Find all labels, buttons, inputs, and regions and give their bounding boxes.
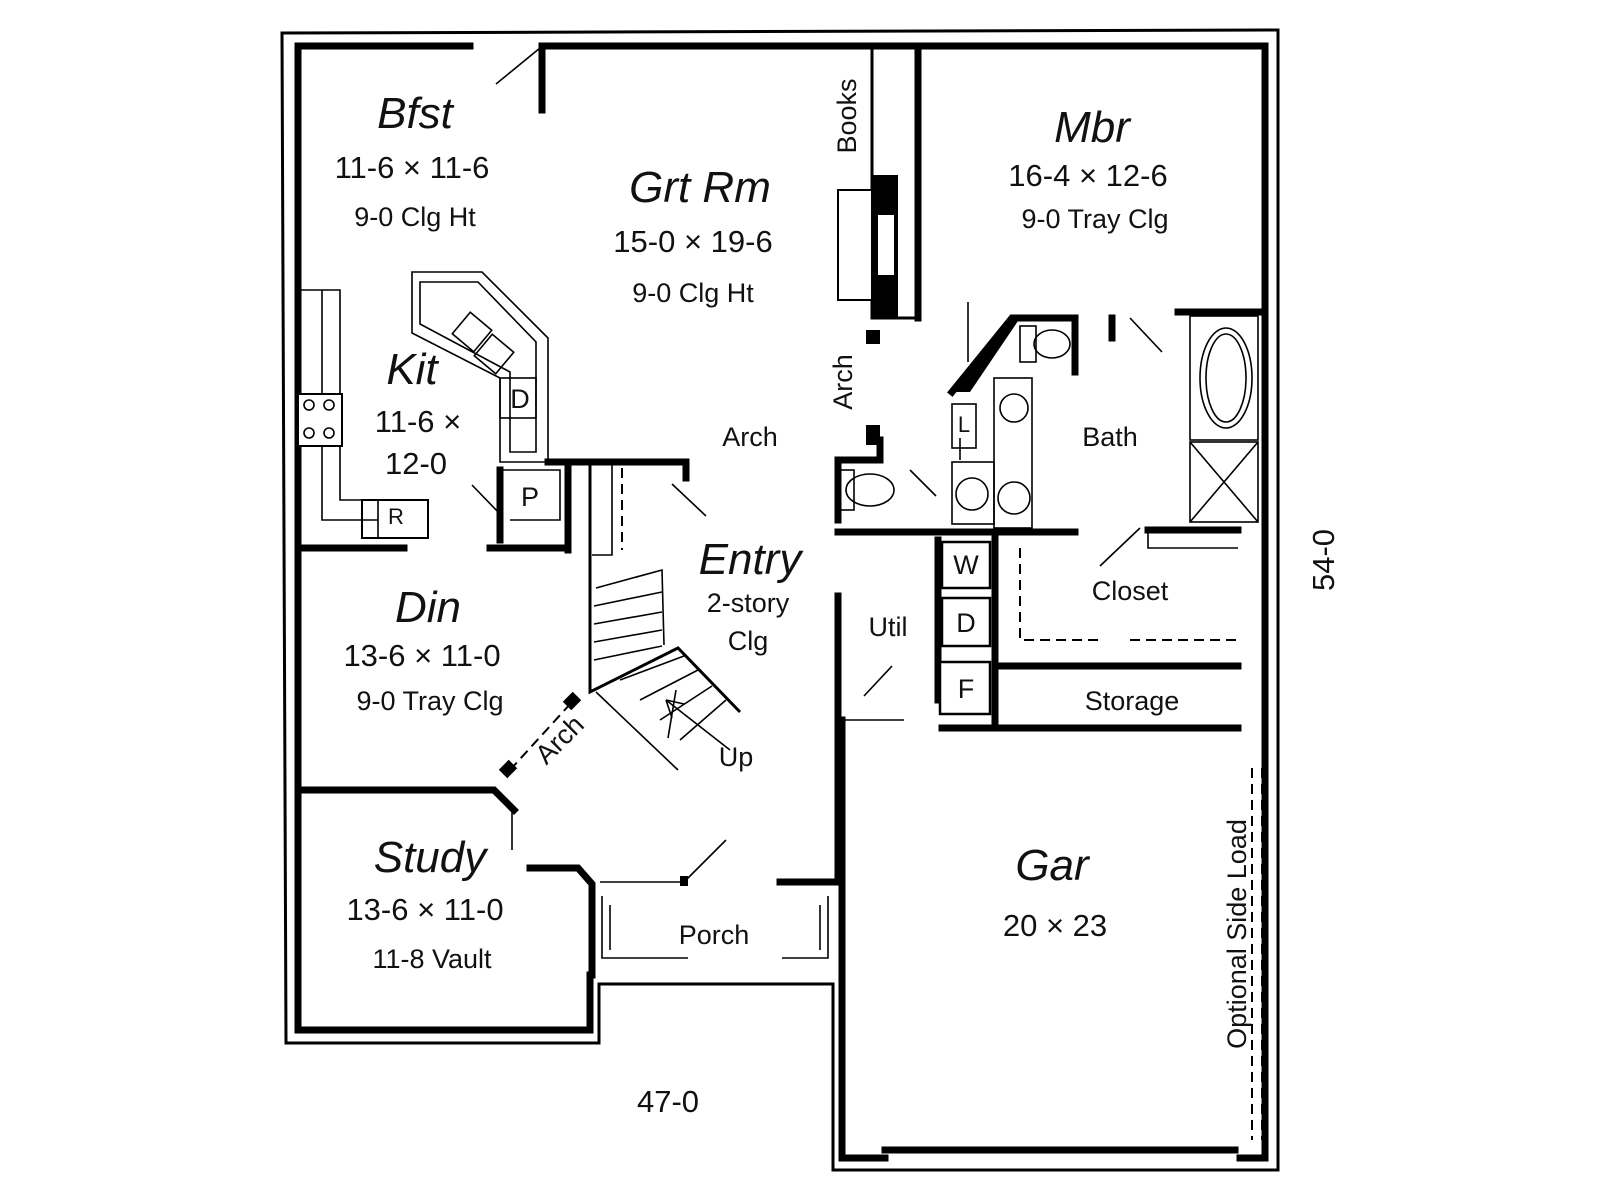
interior-walls: [294, 42, 1266, 1140]
label-arch-grtrm: Arch: [722, 422, 778, 452]
room-labels: Bfst 11-6 × 11-6 9-0 Clg Ht Grt Rm 15-0 …: [335, 89, 1169, 974]
room-note-entry-line1: 2-story: [707, 588, 790, 618]
label-storage: Storage: [1085, 686, 1180, 716]
label-dryer: D: [956, 608, 976, 638]
dimension-depth: 54-0: [1306, 529, 1341, 591]
room-size-din: 13-6 × 11-0: [343, 638, 500, 673]
label-books: Books: [832, 78, 862, 153]
label-linen: L: [958, 412, 970, 437]
room-note-bfst: 9-0 Clg Ht: [354, 202, 476, 232]
label-freezer: F: [958, 674, 975, 704]
label-washer: W: [953, 550, 979, 580]
feature-labels: Books Arch Arch Arch Bath Closet Util St…: [388, 78, 1252, 1048]
room-name-study: Study: [374, 833, 490, 882]
label-bath: Bath: [1082, 422, 1138, 452]
room-note-mbr: 9-0 Tray Clg: [1021, 204, 1168, 234]
room-size-kit-line2: 12-0: [385, 446, 447, 481]
room-name-gar: Gar: [1015, 841, 1091, 890]
label-dishwasher: D: [510, 384, 530, 414]
room-note-din: 9-0 Tray Clg: [356, 686, 503, 716]
overall-dimensions: 47-0 54-0: [637, 529, 1341, 1119]
room-name-kit: Kit: [386, 345, 439, 394]
label-up: Up: [719, 742, 754, 772]
room-note-grtrm: 9-0 Clg Ht: [632, 278, 754, 308]
label-util: Util: [869, 612, 908, 642]
label-porch: Porch: [679, 920, 750, 950]
room-size-gar: 20 × 23: [1003, 908, 1107, 943]
room-note-entry-line2: Clg: [728, 626, 769, 656]
label-refrigerator: R: [388, 504, 404, 529]
room-size-study: 13-6 × 11-0: [346, 892, 503, 927]
dimension-width: 47-0: [637, 1084, 699, 1119]
room-note-study: 11-8 Vault: [372, 944, 492, 974]
room-name-mbr: Mbr: [1054, 103, 1132, 152]
label-arch-din: Arch: [529, 709, 589, 769]
label-closet: Closet: [1092, 576, 1169, 606]
label-arch-vertical: Arch: [828, 354, 858, 410]
label-pantry: P: [521, 482, 539, 512]
room-size-grtrm: 15-0 × 19-6: [613, 224, 772, 259]
room-size-kit-line1: 11-6 ×: [375, 404, 461, 439]
room-size-bfst: 11-6 × 11-6: [335, 150, 490, 185]
room-name-entry: Entry: [699, 535, 805, 584]
room-size-mbr: 16-4 × 12-6: [1008, 158, 1167, 193]
label-optional-side-load: Optional Side Load: [1222, 819, 1252, 1049]
room-name-grtrm: Grt Rm: [629, 163, 771, 212]
exterior-walls: [280, 28, 1280, 1172]
room-name-bfst: Bfst: [377, 89, 455, 138]
room-name-din: Din: [395, 583, 461, 632]
